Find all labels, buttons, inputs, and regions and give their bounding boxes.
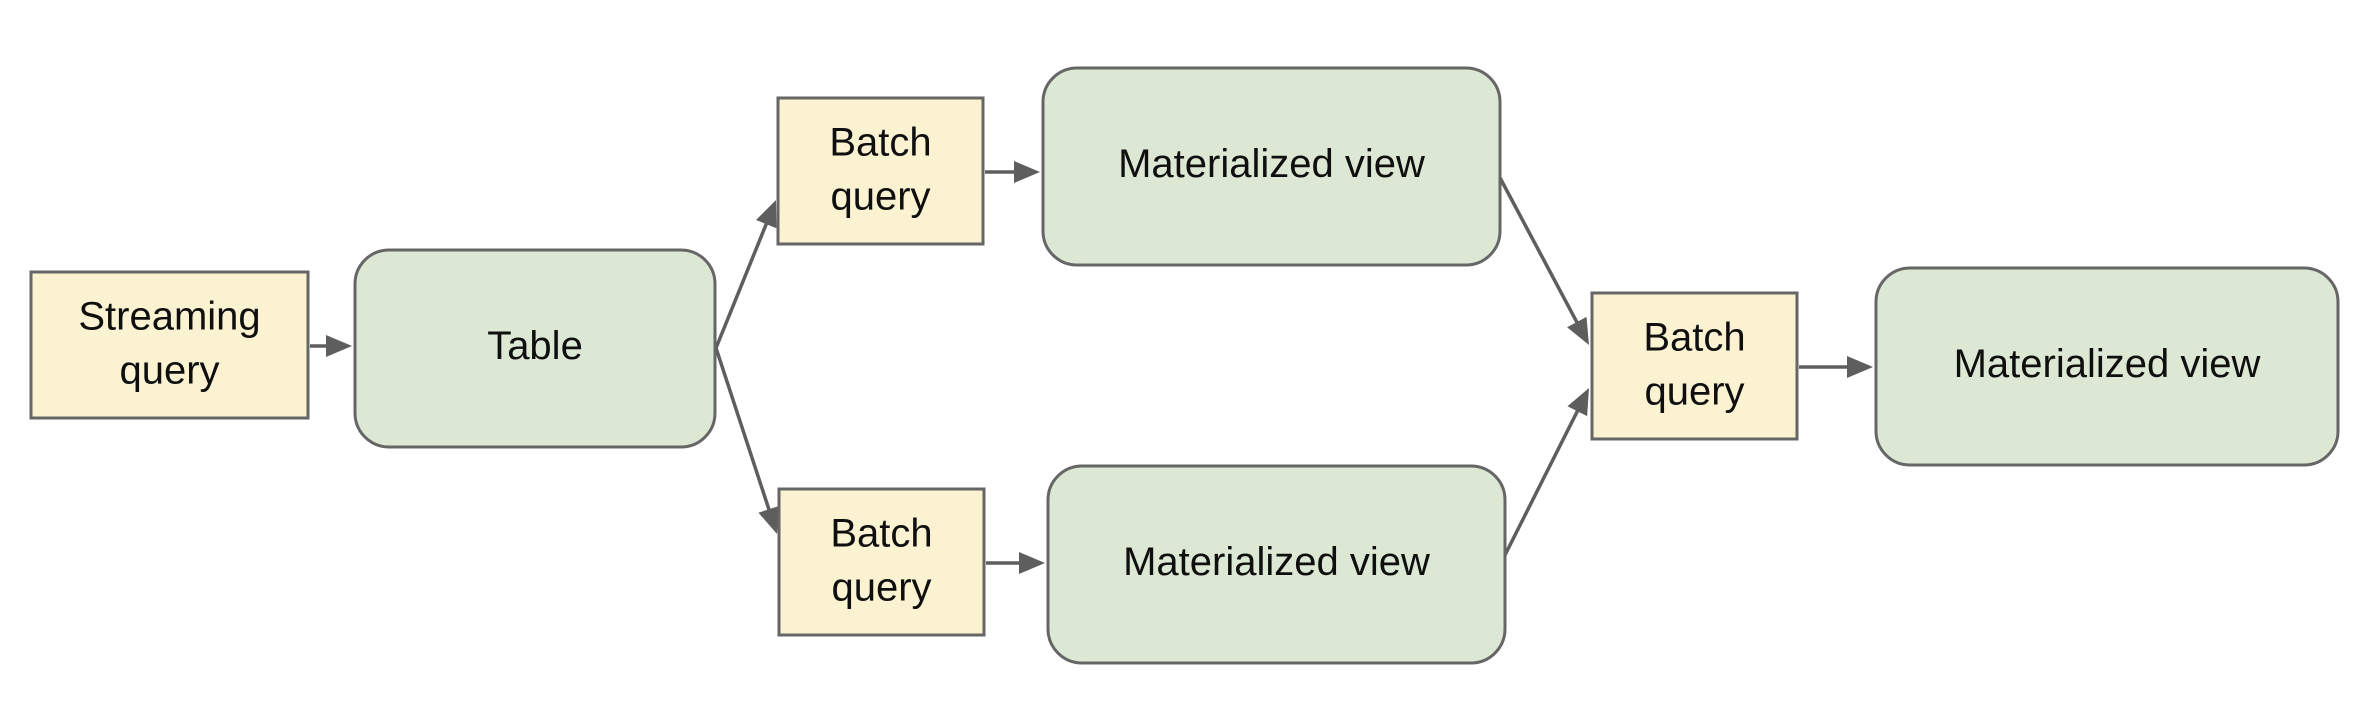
node-table[interactable]: Table	[353, 248, 717, 449]
node-batch-query-top[interactable]: Batch query	[776, 96, 985, 246]
node-shape[interactable]	[353, 248, 717, 449]
node-shape[interactable]	[1590, 291, 1799, 441]
edge-line	[1500, 406, 1581, 562]
node-shape[interactable]	[1046, 464, 1507, 665]
node-shape[interactable]	[776, 96, 985, 246]
edge-mv-bottom-to-batch-join	[1500, 388, 1589, 562]
node-batch-query-join[interactable]: Batch query	[1590, 291, 1799, 441]
node-label-line1: Materialized view	[1118, 142, 1425, 186]
arrowhead-icon	[1847, 356, 1873, 378]
edge-batch-top-to-mv-top	[985, 161, 1040, 183]
node-label-line1: Materialized view	[1954, 342, 2261, 386]
node-label-line2: query	[119, 349, 219, 393]
edge-table-to-batch-top	[714, 200, 777, 349]
node-shape[interactable]	[1874, 266, 2340, 467]
node-label-line1: Streaming	[78, 295, 260, 339]
node-label-line2: query	[831, 566, 931, 610]
node-batch-query-bottom[interactable]: Batch query	[777, 487, 986, 637]
arrowhead-icon	[1567, 316, 1589, 345]
edge-batch-bottom-to-mv-bottom	[986, 552, 1045, 574]
arrowhead-icon	[756, 200, 777, 229]
node-layer: StreamingqueryTableBatchqueryMaterialize…	[29, 66, 2340, 665]
node-materialized-view-final[interactable]: Materialized view	[1874, 266, 2340, 467]
edge-mv-top-to-batch-join	[1496, 173, 1589, 345]
node-materialized-view-bottom[interactable]: Materialized view	[1046, 464, 1507, 665]
node-shape[interactable]	[29, 270, 310, 420]
edge-streaming-to-table	[310, 335, 352, 357]
edge-line	[714, 219, 770, 349]
node-streaming-query[interactable]: Streaming query	[29, 270, 310, 420]
node-shape[interactable]	[777, 487, 986, 637]
arrowhead-icon	[326, 335, 352, 357]
node-label-line1: Batch	[829, 121, 931, 165]
edge-line	[1496, 173, 1581, 327]
node-label-line1: Table	[487, 324, 583, 368]
edge-line	[714, 347, 772, 514]
node-label-line2: query	[1644, 370, 1744, 414]
edge-layer	[310, 161, 1873, 574]
arrowhead-icon	[1567, 388, 1589, 417]
edge-table-to-batch-bottom	[714, 347, 780, 534]
arrowhead-icon	[1014, 161, 1040, 183]
node-label-line1: Materialized view	[1123, 540, 1430, 584]
node-shape[interactable]	[1041, 66, 1502, 267]
node-label-line1: Batch	[1643, 316, 1745, 360]
node-materialized-view-top[interactable]: Materialized view	[1041, 66, 1502, 267]
arrowhead-icon	[1019, 552, 1045, 574]
arrowhead-icon	[758, 505, 780, 534]
node-label-line1: Batch	[830, 512, 932, 556]
edge-batch-join-to-mv-final	[1799, 356, 1873, 378]
node-label-line2: query	[830, 175, 930, 219]
